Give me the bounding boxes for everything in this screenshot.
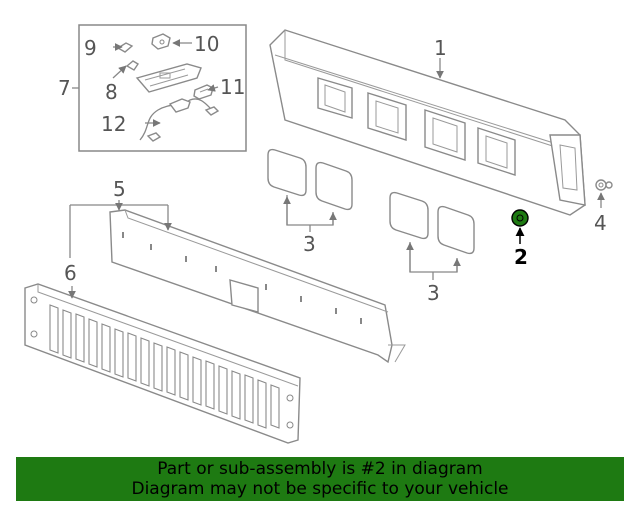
callout-12: 12 <box>101 112 126 136</box>
callout-3-lower: 3 <box>427 281 440 305</box>
callout-10: 10 <box>194 32 219 56</box>
part-5-inner-trim-panel <box>109 209 406 364</box>
banner-line-1: Part or sub-assembly is #2 in diagram <box>157 459 483 479</box>
callout-8: 8 <box>105 80 118 104</box>
trim-clip-holes <box>122 232 362 324</box>
part-4-bolt <box>595 179 613 191</box>
part-6-outer-trim-panel <box>24 283 301 444</box>
latch-housing <box>135 63 202 93</box>
callout-3-upper: 3 <box>303 232 316 256</box>
callout-4: 4 <box>594 211 607 235</box>
leader-lines <box>68 39 605 299</box>
callout-5: 5 <box>113 177 126 201</box>
parts-diagram: 1 2 3 3 4 5 6 7 8 9 10 11 12 <box>24 24 613 444</box>
callout-11: 11 <box>220 75 245 99</box>
inset-parts-box <box>78 24 247 152</box>
callout-6: 6 <box>64 261 77 285</box>
callout-9: 9 <box>84 36 97 60</box>
callout-7: 7 <box>58 76 71 100</box>
part-8-screw <box>125 60 139 71</box>
part-notice-banner: Part or sub-assembly is #2 in diagram Di… <box>16 457 624 501</box>
part-10-bracket <box>151 33 171 50</box>
callout-1: 1 <box>434 36 447 60</box>
banner-line-2: Diagram may not be specific to your vehi… <box>131 479 509 499</box>
part-1-tailgate-inner-panel <box>269 29 586 216</box>
callout-labels: 1 2 3 3 4 5 6 7 8 9 10 11 12 <box>58 32 607 305</box>
part-3-pads <box>267 148 475 255</box>
grille-slots <box>49 304 280 429</box>
part-2-highlighted[interactable] <box>511 209 529 227</box>
callout-2[interactable]: 2 <box>514 245 528 269</box>
